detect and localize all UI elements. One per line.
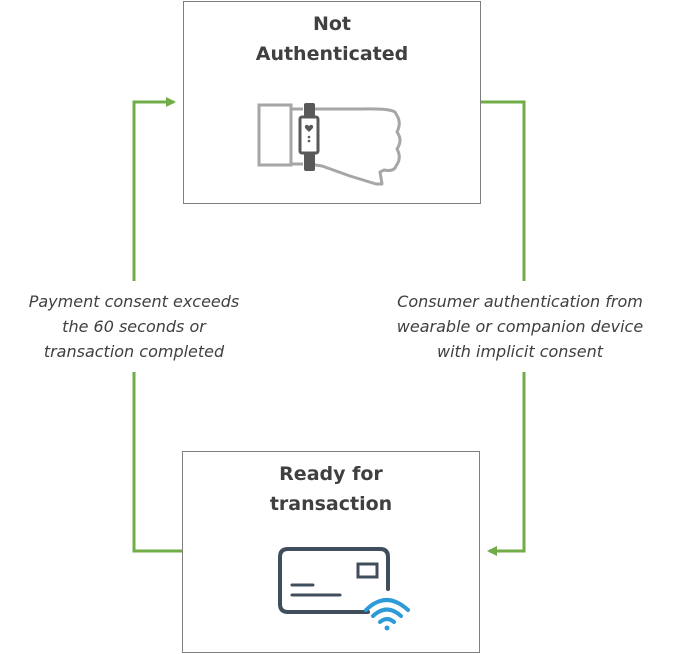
label-line: Payment consent exceeds <box>28 292 240 311</box>
arrow-left-segment-lower <box>132 372 182 553</box>
transition-label-right: Consumer authentication from wearable or… <box>366 289 674 364</box>
transition-label-left: Payment consent exceeds the 60 seconds o… <box>0 289 268 364</box>
wearable-wrist-icon <box>257 103 402 186</box>
label-line: the 60 seconds or <box>62 317 206 336</box>
arrow-right-segment-upper <box>481 100 526 281</box>
title-line: Ready for <box>279 463 383 485</box>
title-line: Not <box>312 13 352 35</box>
contactless-card-icon <box>278 547 410 631</box>
label-line: wearable or companion device <box>396 317 644 336</box>
label-line: with implicit consent <box>436 342 604 361</box>
state-title-not-authenticated: Not Authenticated <box>184 9 480 69</box>
title-line: transaction <box>269 493 393 515</box>
arrow-left-segment-upper <box>132 97 176 281</box>
label-line: Consumer authentication from <box>397 292 643 311</box>
title-line: Authenticated <box>255 43 409 65</box>
label-line: transaction completed <box>43 342 225 361</box>
arrow-right-segment-lower <box>487 372 526 556</box>
state-ready-for-transaction: Ready for transaction <box>182 451 480 653</box>
state-title-ready: Ready for transaction <box>183 459 479 519</box>
